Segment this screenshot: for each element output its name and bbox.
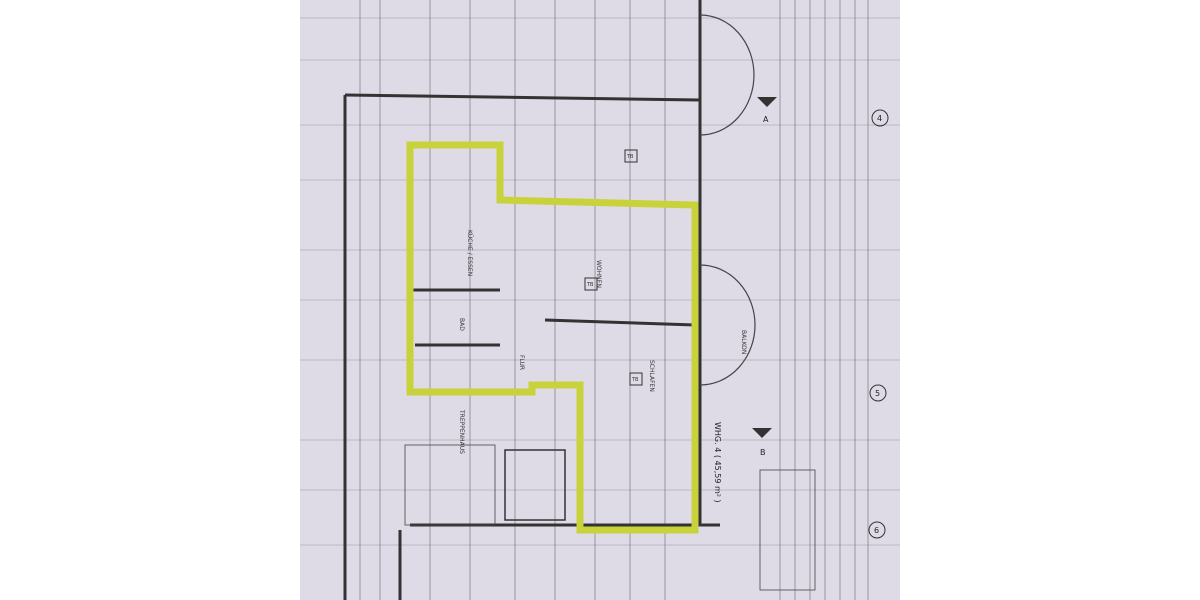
room-hall: FLUR xyxy=(518,355,525,370)
room-tag-north: TB xyxy=(626,154,634,160)
room-kitchen: KÜCHE / ESSEN xyxy=(466,230,473,276)
room-tags: TB TB TB xyxy=(584,149,643,386)
section-marker-b-icon xyxy=(752,428,772,438)
axis-marker-6: 6 xyxy=(874,526,879,535)
room-tag-living: TB xyxy=(586,282,594,288)
room-stairwell: TREPPENHAUS xyxy=(458,409,465,454)
elevator-shaft xyxy=(504,449,566,521)
apartment-highlight xyxy=(406,141,699,534)
room-tag-bedroom: TB xyxy=(631,377,639,383)
room-living: WOHNEN xyxy=(595,260,602,288)
section-marker-a-icon xyxy=(757,97,777,107)
apartment-label: WHG. 4 ( 45,59 m² ) xyxy=(713,422,722,503)
axis-markers: 4 5 6 xyxy=(868,109,889,539)
room-bedroom: SCHLAFEN xyxy=(648,360,655,392)
axis-marker-4: 4 xyxy=(877,114,882,123)
axis-marker-5: 5 xyxy=(875,389,880,398)
section-marker-a: A xyxy=(763,115,769,124)
balcony-east xyxy=(699,264,756,386)
section-marker-b: B xyxy=(760,448,766,457)
room-balcony: BALKON xyxy=(740,330,747,354)
balcony-north xyxy=(699,14,755,136)
staircase xyxy=(404,444,816,591)
room-bath: BAD xyxy=(458,318,465,331)
